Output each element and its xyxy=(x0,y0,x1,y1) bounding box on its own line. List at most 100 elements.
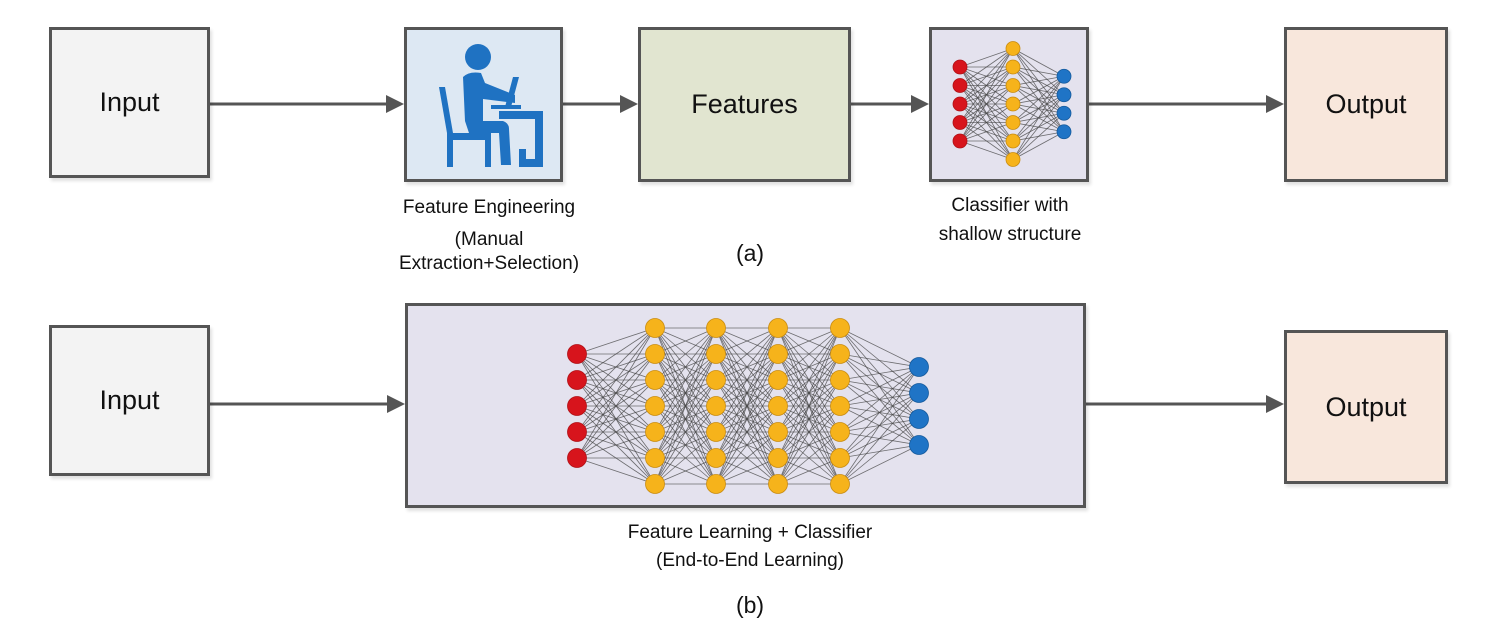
network-edge xyxy=(1012,112,1065,160)
network-edge xyxy=(839,366,920,485)
network-edge xyxy=(715,431,779,485)
shallow-network-diagram xyxy=(952,41,1072,167)
output-node xyxy=(909,409,929,429)
hidden-node xyxy=(645,422,665,442)
a-features-box: Features xyxy=(638,27,851,182)
network-edge xyxy=(576,379,656,459)
hidden-node xyxy=(706,318,726,338)
network-edge xyxy=(839,366,920,407)
network-edge xyxy=(654,327,717,459)
network-edge xyxy=(576,327,656,459)
a-features-label: Features xyxy=(691,89,798,119)
network-edge xyxy=(654,327,717,485)
network-edge xyxy=(959,122,1014,142)
hidden-node xyxy=(706,396,726,416)
b-output-label: Output xyxy=(1325,391,1407,422)
hidden-node xyxy=(645,318,665,338)
output-node xyxy=(909,357,929,377)
output-node xyxy=(1056,68,1072,84)
output-node xyxy=(1056,87,1072,103)
hidden-node xyxy=(1005,96,1021,112)
network-caption-line2: (End-to-End Learning) xyxy=(656,550,844,571)
network-edge xyxy=(959,48,1014,123)
network-edge xyxy=(654,405,717,485)
hidden-node xyxy=(830,396,850,416)
hidden-node xyxy=(706,448,726,468)
input-node xyxy=(952,96,968,112)
output-node xyxy=(1056,105,1072,121)
network-edge xyxy=(1012,94,1065,160)
output-node xyxy=(1056,124,1072,140)
hidden-node xyxy=(830,448,850,468)
hidden-node xyxy=(1005,115,1021,130)
b-input-label: Input xyxy=(99,385,160,415)
deep-network-diagram xyxy=(567,318,929,494)
network-edge xyxy=(777,327,841,459)
hidden-node xyxy=(706,422,726,442)
network-edge xyxy=(576,327,656,355)
network-edge xyxy=(1012,48,1065,77)
fe-caption-line2: (Manual Extraction+Selection) xyxy=(398,229,580,274)
input-node xyxy=(567,344,587,364)
input-node xyxy=(567,370,587,390)
hidden-node xyxy=(706,474,726,494)
network-edge xyxy=(839,444,920,485)
hidden-node xyxy=(1005,78,1021,93)
hidden-node xyxy=(645,448,665,468)
hidden-node xyxy=(1005,59,1021,75)
network-edge xyxy=(715,457,779,485)
network-edge xyxy=(1012,76,1065,160)
a-classifier-box xyxy=(929,27,1089,182)
network-edge xyxy=(777,353,841,485)
network-edge xyxy=(777,457,841,485)
input-node xyxy=(952,59,968,75)
network-edge xyxy=(959,48,1014,68)
network-edge xyxy=(576,405,656,459)
network-edge xyxy=(839,366,920,459)
network-edge xyxy=(654,327,717,407)
person-at-computer-icon xyxy=(438,44,543,167)
network-edge xyxy=(959,85,1014,142)
hidden-node xyxy=(768,344,788,364)
arrowhead xyxy=(1266,95,1284,113)
classifier-caption-line1: Classifier with xyxy=(951,195,1069,216)
output-node xyxy=(909,383,929,403)
hidden-node xyxy=(706,370,726,390)
network-edge xyxy=(959,66,1014,142)
network-edge xyxy=(715,327,779,459)
network-edge xyxy=(654,327,717,355)
network-edge xyxy=(959,48,1014,86)
hidden-node xyxy=(645,396,665,416)
network-edge xyxy=(654,327,717,381)
network-edge xyxy=(1012,75,1065,123)
arrowhead xyxy=(387,395,405,413)
network-edge xyxy=(715,327,779,355)
network-edge xyxy=(839,353,920,368)
network-edge xyxy=(959,48,1014,105)
network-edge xyxy=(715,327,779,433)
network-caption-line1: Feature Learning + Classifier xyxy=(627,522,873,543)
network-edge xyxy=(715,405,779,485)
hidden-node xyxy=(1005,133,1021,149)
b-network-box xyxy=(405,303,1086,508)
arrowhead xyxy=(1266,395,1284,413)
network-edge xyxy=(715,327,779,381)
network-edge xyxy=(777,327,841,407)
input-node xyxy=(952,115,968,130)
network-edge xyxy=(839,327,920,368)
hidden-node xyxy=(830,344,850,364)
hidden-node xyxy=(830,422,850,442)
network-edge xyxy=(715,353,779,485)
network-edge xyxy=(1012,66,1065,77)
a-input-label: Input xyxy=(99,87,160,117)
network-edges xyxy=(576,327,920,485)
network-edge xyxy=(959,103,1014,142)
network-edge xyxy=(715,327,779,485)
hidden-node xyxy=(830,474,850,494)
network-edge xyxy=(777,327,841,381)
a-feature-engineering-box xyxy=(404,27,563,182)
hidden-node xyxy=(706,344,726,364)
fe-caption-line1: Feature Engineering xyxy=(402,197,576,218)
network-edge xyxy=(654,379,717,485)
